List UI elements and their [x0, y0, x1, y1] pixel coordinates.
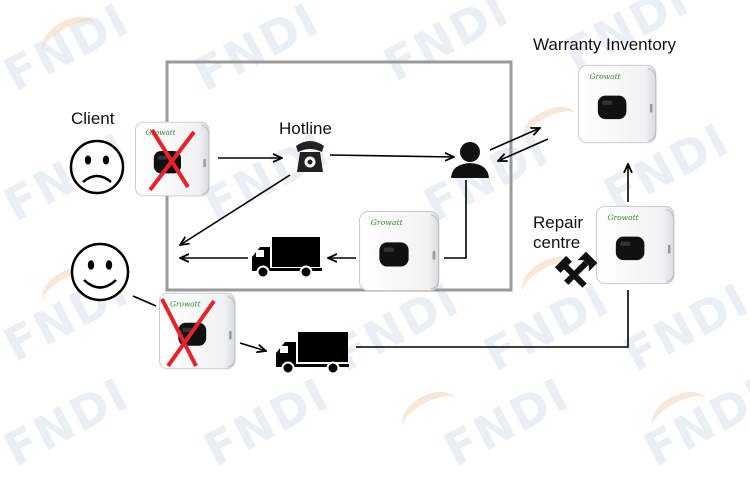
- service-agent-icon: [451, 142, 489, 178]
- arrow-inventory-to-agent: [498, 138, 549, 161]
- red-cross-icon: [148, 128, 196, 192]
- red-cross-icon: [160, 298, 216, 368]
- line-agent-to-replacement: [444, 180, 467, 259]
- flow-arrows: [132, 128, 629, 351]
- arrow-agent-to-inventory: [489, 128, 540, 151]
- repair-tools-icon: [554, 251, 598, 288]
- repaired-inverter: [595, 205, 675, 285]
- faulty-inverter-client: [134, 121, 210, 197]
- warranty-inventory-label: Warranty Inventory: [533, 35, 676, 54]
- arrow-faulty-to-truck: [239, 342, 266, 351]
- arrow-hotline-to-agent: [329, 155, 454, 157]
- telephone-icon: [296, 141, 324, 172]
- client-label: Client: [71, 109, 115, 128]
- delivery-truck-icon: [252, 237, 322, 279]
- warranty-inventory-inverter: [577, 64, 657, 144]
- line-client-to-faulty: [132, 295, 157, 307]
- hotline-label: Hotline: [279, 119, 332, 138]
- arrow-hotline-to-client: [180, 174, 291, 245]
- line-truck-to-repair: [356, 290, 629, 348]
- pickup-truck-icon: [276, 332, 349, 375]
- replacement-inverter: [359, 210, 440, 292]
- sad-face-icon: [69, 139, 125, 195]
- happy-face-icon: [70, 242, 130, 302]
- repair-label-line2: centre: [533, 233, 581, 252]
- repair-label-line1: Repair: [533, 213, 584, 232]
- service-flow-diagram: Growatt: [69, 60, 675, 375]
- faulty-inverter-shipped: [158, 292, 236, 370]
